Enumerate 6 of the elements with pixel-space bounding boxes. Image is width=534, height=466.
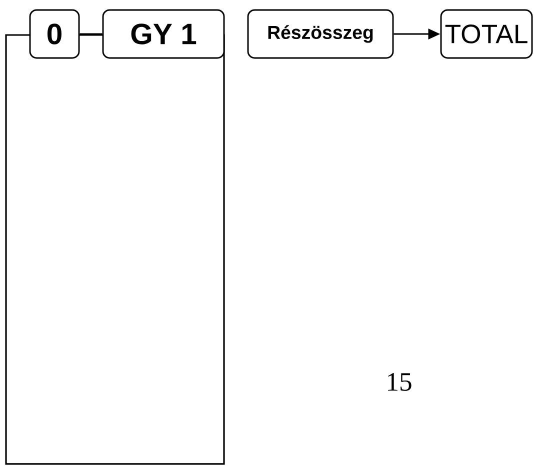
key-button: 0 (29, 9, 80, 59)
key-button: Részösszeg (247, 9, 394, 59)
page-number: 15 (388, 373, 412, 391)
key-button: TOTAL (440, 9, 533, 59)
connector-line (80, 33, 102, 35)
key-button: GY 1 (102, 9, 225, 59)
